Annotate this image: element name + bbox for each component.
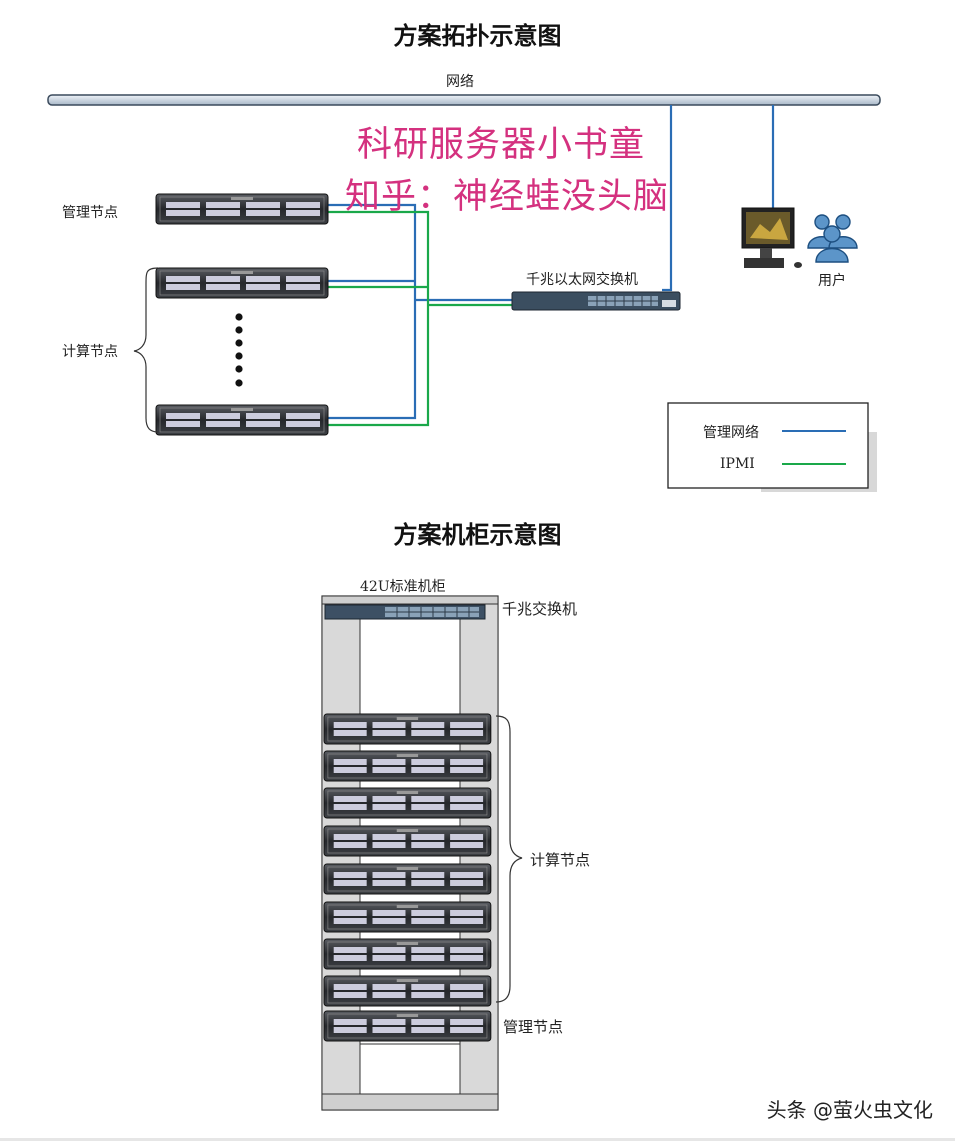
gigabit-switch — [511, 291, 681, 311]
legend-label-mgmt: 管理网络 — [703, 425, 759, 441]
ipmi-links — [328, 210, 512, 427]
switch-label: 千兆以太网交换机 — [526, 272, 638, 288]
rack-label: 42U标准机柜 — [360, 579, 446, 595]
rack-compute-brace — [495, 715, 523, 1003]
legend-label-ipmi: IPMI — [720, 456, 755, 472]
legend-box — [667, 402, 877, 492]
network-bus — [47, 94, 881, 106]
network-label: 网络 — [446, 74, 474, 90]
mgmt-node-label: 管理节点 — [62, 205, 118, 221]
rack-switch — [324, 604, 486, 620]
bottom-divider — [0, 1138, 955, 1141]
user-label: 用户 — [818, 273, 846, 289]
users-icon — [807, 214, 858, 263]
rack-compute-label: 计算节点 — [530, 851, 591, 869]
mgmt-server — [155, 193, 329, 225]
watermark-line2: 知乎：神经蛙没头脑 — [345, 177, 670, 217]
management-network-links — [328, 105, 775, 420]
compute-nodes-label: 计算节点 — [62, 344, 118, 360]
user-computer-icon — [741, 207, 802, 268]
rack-switch-label: 千兆交换机 — [502, 600, 578, 618]
watermark-line1: 科研服务器小书童 — [357, 125, 646, 165]
topology-title: 方案拓扑示意图 — [393, 22, 562, 50]
cabinet-title: 方案机柜示意图 — [393, 521, 562, 549]
rack-mgmt-label: 管理节点 — [503, 1018, 564, 1036]
compute-brace — [133, 267, 159, 433]
ellipsis-dots — [235, 313, 243, 387]
compute-server-bottom — [155, 404, 329, 436]
credit-text: 头条 @萤火虫文化 — [766, 1098, 933, 1122]
compute-server-top — [155, 267, 329, 299]
rack-servers — [323, 713, 492, 1042]
